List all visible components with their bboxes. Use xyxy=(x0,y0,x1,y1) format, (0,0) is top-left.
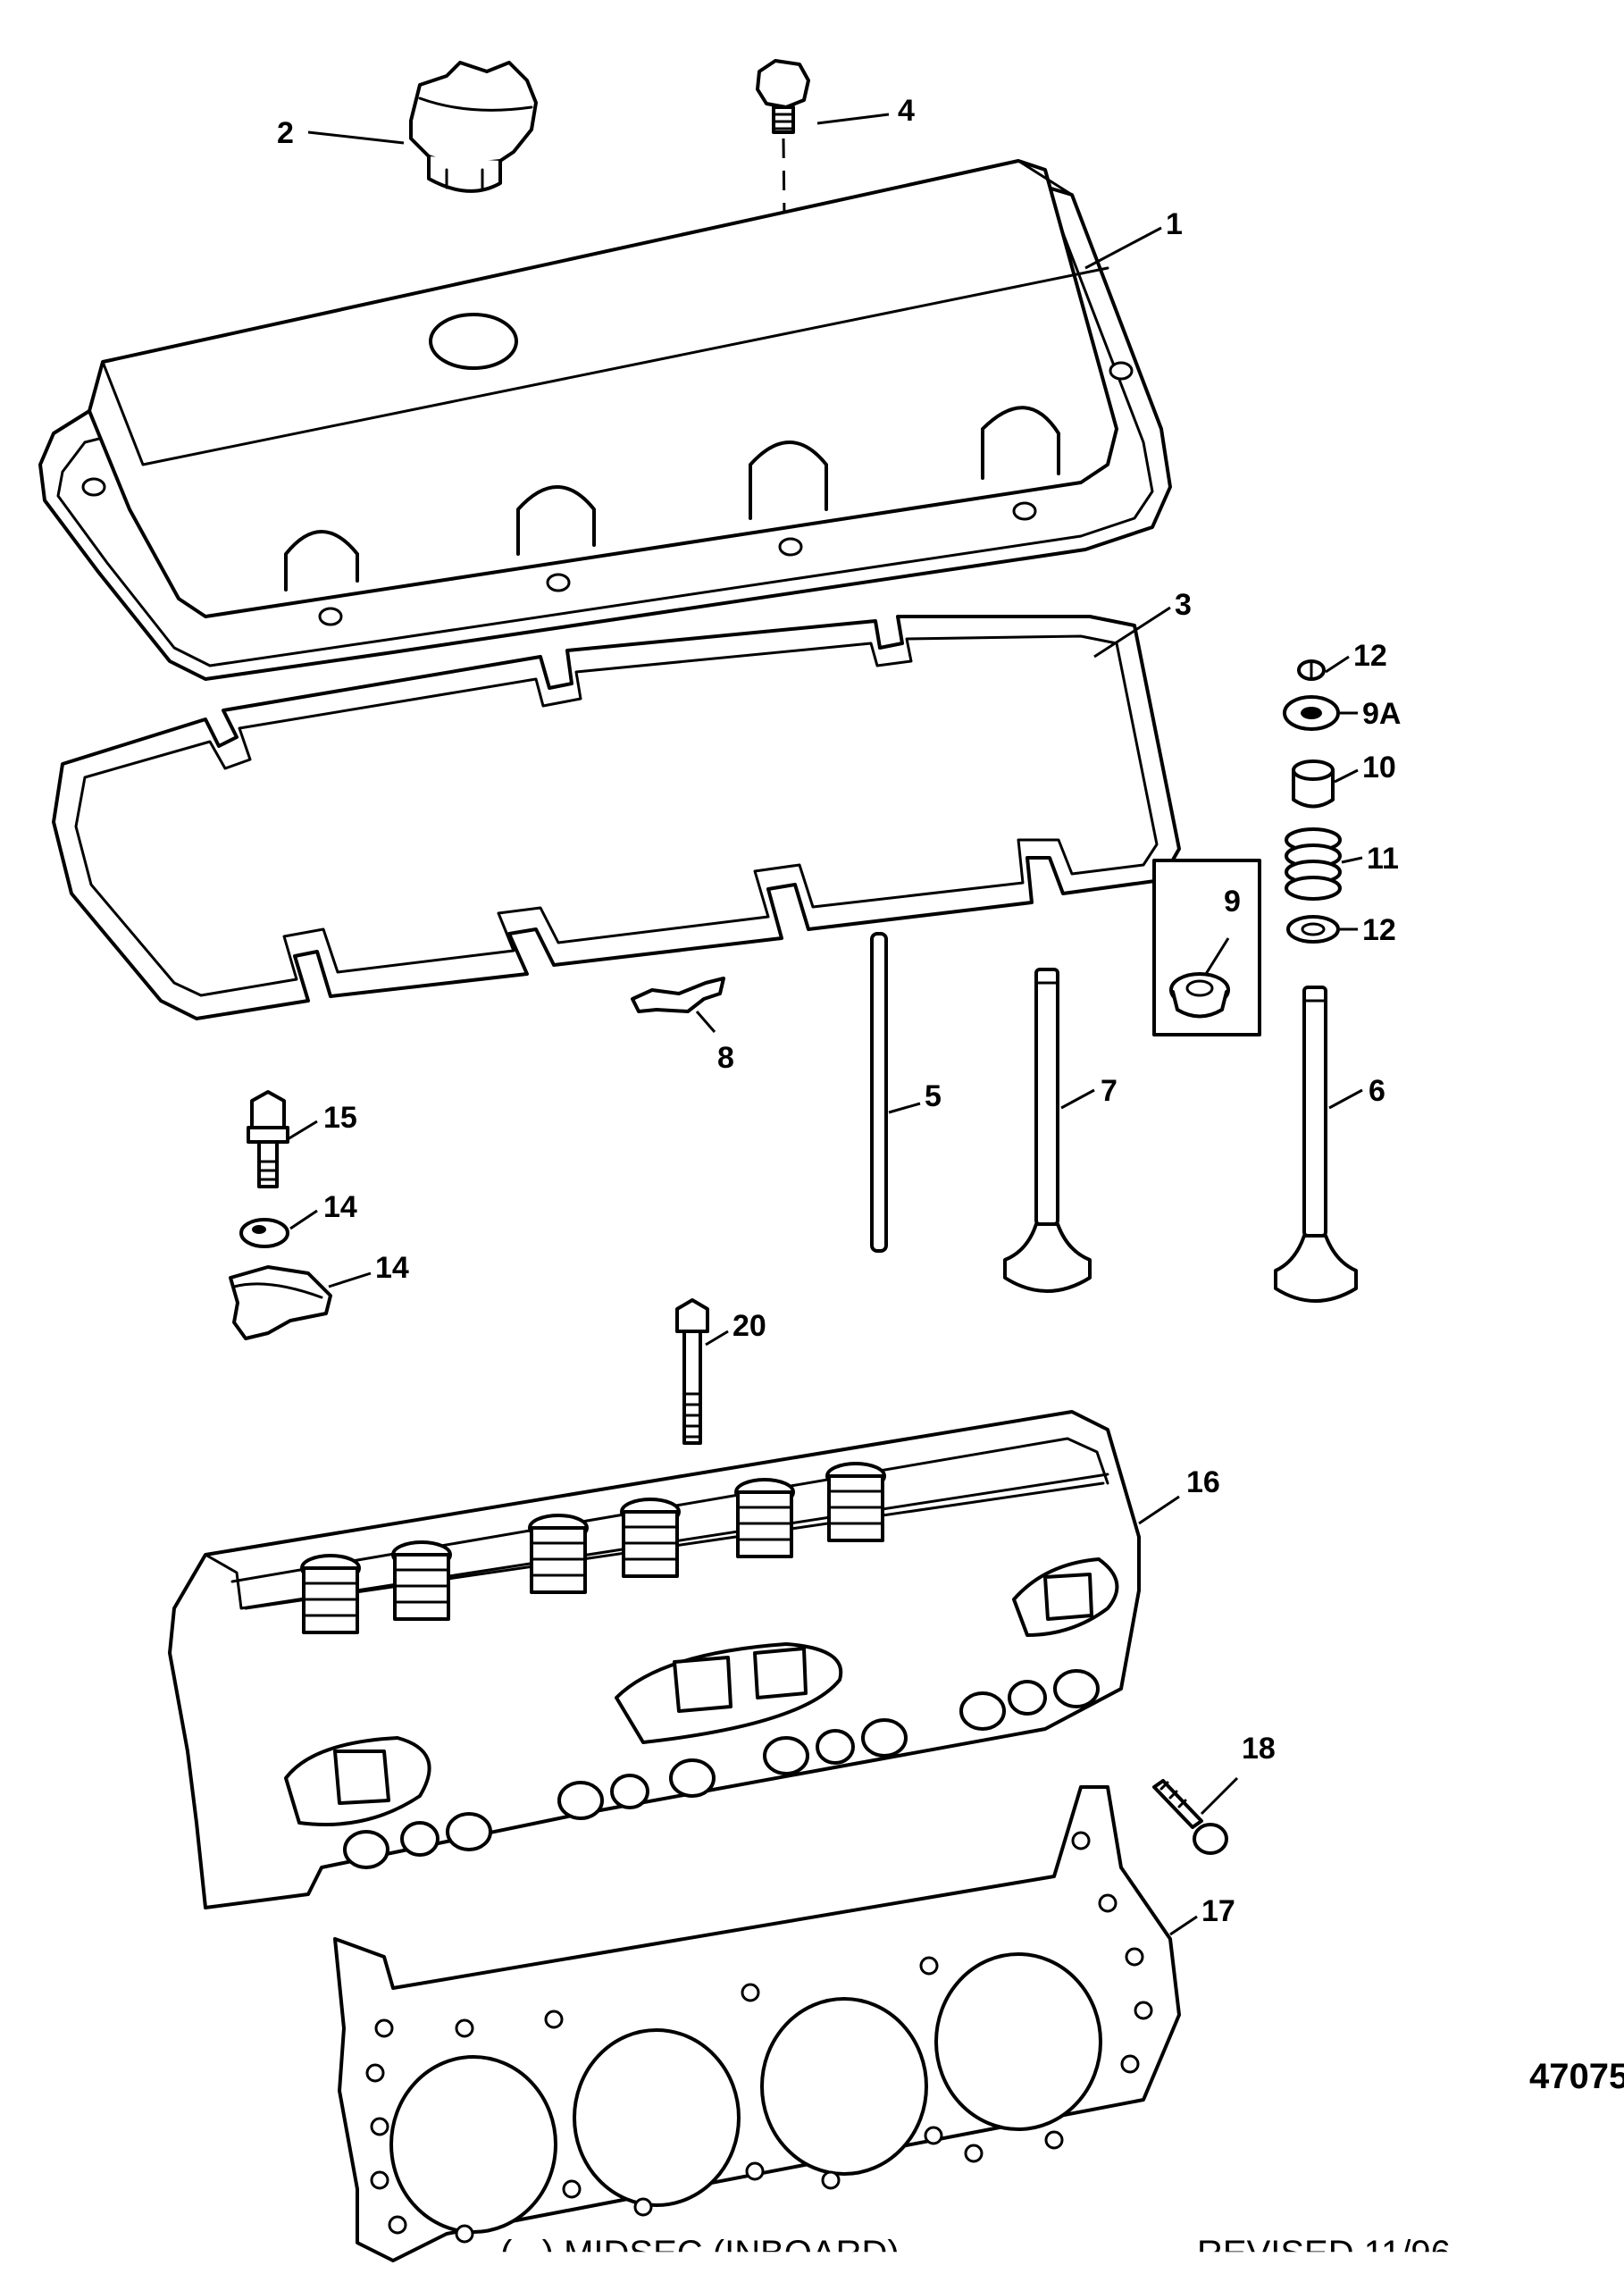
callout-6: 6 xyxy=(1369,1074,1385,1108)
rocker-pivot-ball xyxy=(239,1218,289,1248)
callout-15: 14 xyxy=(323,1190,357,1224)
callout-20: 20 xyxy=(732,1309,766,1343)
cylinder-head-gasket xyxy=(333,1785,1181,2262)
figure-id: 47075 xyxy=(1529,2057,1624,2096)
callout-10: 10 xyxy=(1362,751,1396,785)
callout-4: 4 xyxy=(898,94,915,128)
cylinder-head-bolt xyxy=(675,1298,709,1445)
callout-1: 1 xyxy=(1166,207,1183,241)
callout-19: 18 xyxy=(1242,1732,1276,1766)
rocker-arm-stud xyxy=(247,1090,289,1188)
valve-spring xyxy=(1285,827,1342,901)
callout-8: 8 xyxy=(717,1041,734,1075)
callout-12: 12 xyxy=(1362,913,1396,947)
valve-spring-shield xyxy=(1292,759,1335,809)
rocker-arm xyxy=(229,1265,332,1340)
head-plug-bolt xyxy=(1152,1779,1228,1855)
exhaust-valve xyxy=(1274,986,1358,1303)
callout-2: 2 xyxy=(277,116,294,150)
callout-13: 12 xyxy=(1353,639,1387,673)
callout-11: 11 xyxy=(1367,842,1399,876)
gasket-holes xyxy=(365,1831,1153,2244)
callout-18: 17 xyxy=(1201,1894,1235,1928)
callout-7: 7 xyxy=(1101,1074,1118,1108)
callout-9: 9 xyxy=(1224,885,1241,919)
callout-9a: 9A xyxy=(1362,697,1401,731)
push-rod xyxy=(870,932,888,1253)
spring-seat-washer xyxy=(1286,915,1340,944)
oil-baffle-clip xyxy=(631,977,725,1013)
callout-17: 16 xyxy=(1186,1465,1220,1499)
leader-lines xyxy=(287,113,1363,1936)
head-bolt-bosses xyxy=(343,1669,1100,1869)
rotator-cap xyxy=(1283,695,1340,731)
callout-5: 5 xyxy=(925,1079,942,1113)
valve-keepers xyxy=(1297,659,1326,681)
callout-14: 14 xyxy=(375,1251,409,1285)
callout-labels: 2 4 1 3 12 9A 10 11 12 9 8 5 7 6 15 14 1… xyxy=(277,94,1401,1928)
cylinder-head xyxy=(168,1410,1141,1909)
valve-seal-inset xyxy=(1152,859,1261,1036)
footer-caption-left: (...) MIDSEC (INBOARD) xyxy=(500,2234,900,2273)
callout-16: 15 xyxy=(323,1101,357,1135)
callout-3: 3 xyxy=(1175,588,1192,622)
valve-cover xyxy=(38,159,1172,681)
footer-caption-right: REVISED 11/96 xyxy=(1197,2234,1451,2273)
valve-cover-gasket xyxy=(52,615,1181,1020)
intake-valve xyxy=(1003,968,1092,1293)
head-valve-springs xyxy=(300,1462,886,1634)
oil-filler-cap xyxy=(409,61,538,193)
